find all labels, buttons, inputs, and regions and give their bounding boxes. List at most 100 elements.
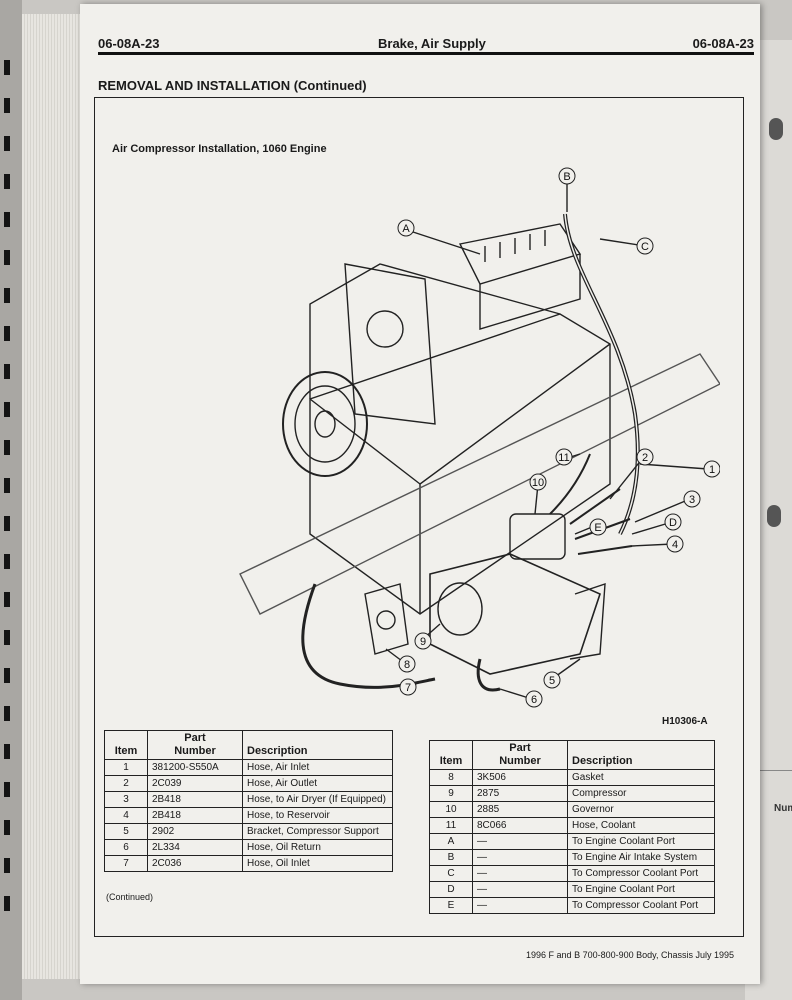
binding-mark (4, 250, 10, 265)
crank-pulley-hub (314, 410, 336, 438)
figure-code: H10306-A (662, 716, 708, 727)
air-compressor-diagram: A B C D E 1 2 3 4 5 6 7 8 9 (239, 167, 720, 708)
cell-part-number: 2C039 (147, 775, 243, 792)
binding-mark (4, 440, 10, 455)
callout-circle-c (636, 237, 654, 255)
hose-coolant (549, 453, 591, 515)
callout-label-b: B (563, 171, 570, 183)
callout-circle-b (558, 167, 576, 185)
section-code-right: 06-08A-23 (692, 36, 754, 51)
cell-part-number: 2902 (147, 823, 243, 840)
callout-label-d: D (669, 517, 677, 529)
callout-circle-2 (636, 448, 654, 466)
column-header-part-number: Part Number (472, 740, 568, 770)
column-header-part-line2: Number (499, 755, 541, 767)
cell-description: Bracket, Compressor Support (242, 823, 393, 840)
cell-part-number: — (472, 849, 568, 866)
column-header-part-line1: Part (184, 732, 206, 744)
column-header-item: Item (104, 730, 148, 760)
callout-circle-d (664, 513, 682, 531)
cell-description: To Engine Coolant Port (567, 881, 715, 898)
hose-oil-return (476, 658, 501, 692)
engine-block-edge (419, 343, 611, 614)
binding-mark (4, 402, 10, 417)
binding-mark (4, 820, 10, 835)
binding-mark (4, 174, 10, 189)
binding-mark (4, 896, 10, 911)
binding-mark (4, 98, 10, 113)
hose-oil-inlet (301, 583, 436, 689)
callout-label-10: 10 (532, 477, 544, 489)
callout-label-1: 1 (709, 464, 715, 476)
binding-mark (4, 782, 10, 797)
continued-note: (Continued) (106, 892, 154, 902)
callout-label-3: 3 (689, 494, 695, 506)
cell-description: Hose, Oil Return (242, 839, 393, 856)
crank-pulley-inner (294, 385, 356, 463)
cell-item: 7 (104, 855, 148, 872)
leader-line (639, 463, 709, 470)
binding-mark (4, 858, 10, 873)
page-stack-edges (22, 14, 88, 979)
callout-circle-3 (683, 490, 701, 508)
callout-label-4: 4 (672, 539, 678, 551)
binding-mark (4, 706, 10, 721)
callout-circle-7 (399, 678, 417, 696)
binding-mark (4, 516, 10, 531)
table-row: E—To Compressor Coolant Port (429, 897, 715, 914)
punch-hole (769, 118, 783, 140)
cell-description: Gasket (567, 769, 715, 786)
cell-item: C (429, 865, 473, 882)
injection-pump-body (479, 254, 581, 330)
gasket (364, 583, 409, 655)
figure-frame (94, 97, 744, 937)
callout-circle-8 (398, 655, 416, 673)
cell-item: 6 (104, 839, 148, 856)
cell-part-number: 2875 (472, 785, 568, 802)
leader-line (412, 231, 481, 255)
hose-air-outlet (569, 488, 621, 525)
cell-part-number: 2L334 (147, 839, 243, 856)
binding-mark (4, 288, 10, 303)
leader-line (609, 458, 643, 500)
binding-mark (4, 744, 10, 759)
callout-circle-5 (543, 671, 561, 689)
cell-description: Hose, Coolant (567, 817, 715, 834)
callout-circle-a (397, 219, 415, 237)
callout-circle-10 (529, 473, 547, 491)
compressor (429, 553, 601, 675)
cell-description: Governor (567, 801, 715, 818)
callout-label-c: C (641, 241, 649, 253)
next-page-header-fragment: Num (774, 803, 792, 814)
cell-item: E (429, 897, 473, 914)
section-title: REMOVAL AND INSTALLATION (Continued) (98, 78, 367, 93)
cell-description: To Engine Air Intake System (567, 849, 715, 866)
section-code-left: 06-08A-23 (98, 36, 160, 51)
cell-item: B (429, 849, 473, 866)
compressor-flange (437, 582, 483, 636)
table-row: A—To Engine Coolant Port (429, 833, 715, 850)
cell-description: Hose, Oil Inlet (242, 855, 393, 872)
cell-item: 2 (104, 775, 148, 792)
leader-line (631, 543, 674, 547)
callout-label-5: 5 (549, 675, 555, 687)
gasket-opening (376, 610, 396, 630)
cell-description: Compressor (567, 785, 715, 802)
cell-part-number: 8C066 (472, 817, 568, 834)
binding-mark (4, 212, 10, 227)
hose-air-inlet (563, 213, 640, 535)
callout-label-9: 9 (420, 636, 426, 648)
column-header-item: Item (429, 740, 473, 770)
timing-cover-port (366, 310, 404, 348)
callout-circle-e (589, 518, 607, 536)
